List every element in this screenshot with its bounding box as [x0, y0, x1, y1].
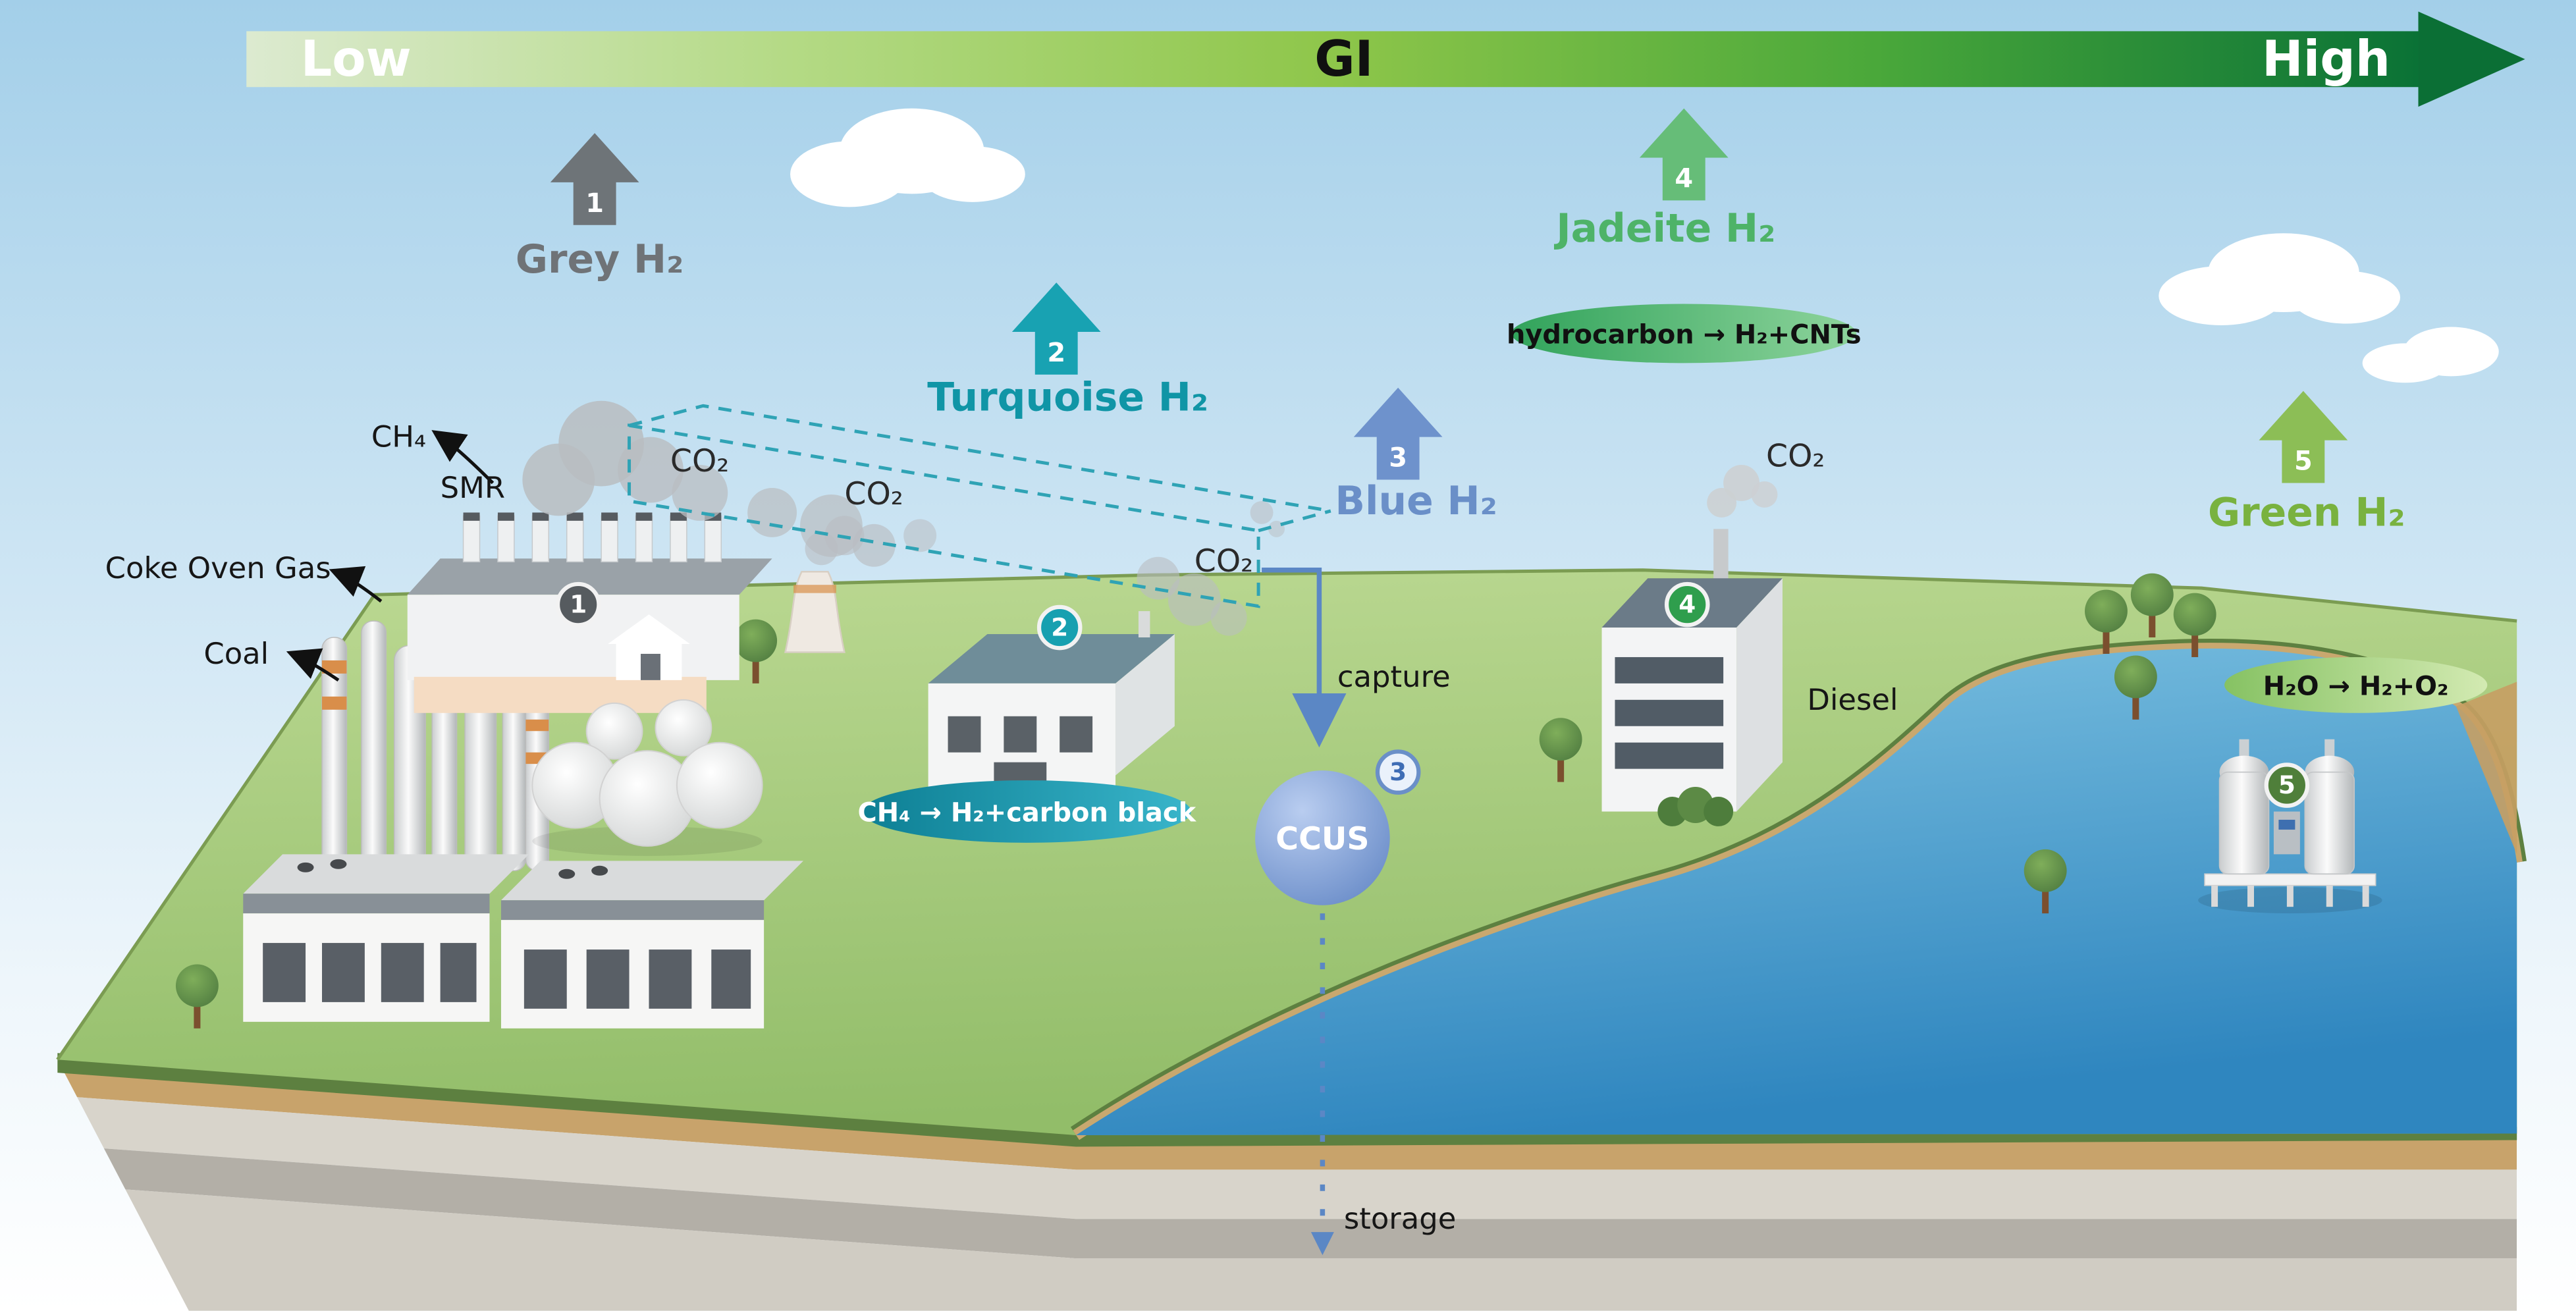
- pathway-arrow-turquoise: 2 Turquoise H₂: [927, 282, 1208, 421]
- site-badge-3: 3: [1375, 749, 1421, 795]
- cloud-left: [790, 108, 1025, 207]
- ccus-label: CCUS: [1275, 821, 1369, 857]
- green-reaction-ellipse: H₂O → H₂+O₂: [2224, 656, 2488, 713]
- cooling-tower: [784, 570, 845, 653]
- site-badge-5: 5: [2264, 763, 2310, 808]
- warehouse-left: [243, 854, 529, 1022]
- electrolyzer-unit: [2198, 739, 2382, 914]
- pathway-arrow-jadeite: 4 Jadeite H₂: [1553, 108, 1775, 252]
- smr-label: SMR: [441, 470, 505, 505]
- bar-axis-label: GI: [1314, 30, 1373, 88]
- arrow-5-number: 5: [2294, 446, 2313, 477]
- coal-label: Coal: [203, 636, 269, 671]
- gradient-bar-arrowhead-icon: [2418, 11, 2525, 107]
- site-badge-2-number: 2: [1051, 613, 1068, 642]
- co2-label-1: CO₂: [670, 443, 729, 479]
- site-badge-3-number: 3: [1389, 757, 1407, 786]
- right-bank-soil-wedge: [2455, 682, 2517, 855]
- pathway-arrow-grey: 1 Grey H₂: [516, 133, 684, 282]
- jadeite-h2-label: Jadeite H₂: [1553, 205, 1775, 252]
- turquoise-h2-label: Turquoise H₂: [927, 375, 1208, 421]
- pathway-arrow-green: 5 Green H₂: [2208, 390, 2405, 535]
- methane-arrow: [431, 430, 495, 485]
- river-water: [1076, 648, 2517, 1135]
- smr-chimneys: [462, 512, 722, 563]
- smoke-plume: [522, 400, 1285, 636]
- co2-capture-envelope: [628, 404, 1331, 608]
- arrow-2-number: 2: [1047, 338, 1065, 368]
- storage-arrowhead-icon: [1310, 1232, 1334, 1256]
- turquoise-reaction-text: CH₄ → H₂+carbon black: [858, 797, 1197, 828]
- ccus-sphere: [1255, 770, 1390, 905]
- bar-low-label: Low: [301, 30, 412, 88]
- gradient-scale-bar: Low GI High: [246, 11, 2525, 107]
- methane-label: CH₄: [371, 419, 426, 454]
- arrow-1-number: 1: [585, 188, 604, 219]
- ccus-system: capture CCUS storage: [1255, 567, 1457, 1256]
- coke-oven-gas-arrow: [329, 566, 383, 603]
- building4-smoke: [1707, 465, 1778, 518]
- site-badge-1: 1: [555, 581, 601, 628]
- green-h2-label: Green H₂: [2208, 489, 2405, 535]
- warehouse-right: [500, 861, 804, 1029]
- grey-h2-label: Grey H₂: [516, 236, 684, 282]
- diesel-label: Diesel: [1807, 682, 1898, 717]
- cloud-right-small: [2362, 327, 2499, 383]
- cloud-right: [2159, 233, 2401, 325]
- coke-oven-gas-label: Coke Oven Gas: [105, 550, 331, 585]
- co2-label-3: CO₂: [1194, 543, 1253, 579]
- capture-label: capture: [1337, 659, 1451, 694]
- blue-h2-label: Blue H₂: [1335, 478, 1497, 524]
- arrow-3-number: 3: [1389, 443, 1407, 473]
- pathway-arrow-blue: 3 Blue H₂: [1335, 387, 1497, 524]
- jadeite-reaction-text: hydrocarbon → H₂+CNTs: [1507, 319, 1862, 350]
- coal-arrow: [286, 648, 340, 682]
- gradient-bar-body: [246, 31, 2419, 88]
- bar-high-label: High: [2262, 30, 2390, 88]
- jadeite-plant: [1601, 465, 1783, 826]
- site-badge-5-number: 5: [2278, 770, 2295, 799]
- turquoise-reaction-ellipse: CH₄ → H₂+carbon black: [858, 780, 1197, 843]
- site-badge-4: 4: [1664, 581, 1710, 628]
- site-badge-1-number: 1: [570, 590, 587, 619]
- site-badge-2: 2: [1036, 604, 1083, 651]
- spherical-storage-tanks: [531, 699, 763, 856]
- jadeite-reaction-ellipse: hydrocarbon → H₂+CNTs: [1507, 304, 1862, 363]
- storage-label: storage: [1344, 1201, 1457, 1236]
- feedstock-labels: CH₄ SMR Coke Oven Gas Coal: [105, 419, 505, 682]
- co2-label-2: CO₂: [844, 476, 903, 512]
- arrow-4-number: 4: [1675, 163, 1693, 194]
- co2-label-4: CO₂: [1766, 439, 1825, 475]
- site-badge-4-number: 4: [1678, 590, 1696, 619]
- green-reaction-text: H₂O → H₂+O₂: [2263, 671, 2449, 701]
- capture-arrow: [1262, 567, 1347, 748]
- building4-bush: [1657, 787, 1734, 826]
